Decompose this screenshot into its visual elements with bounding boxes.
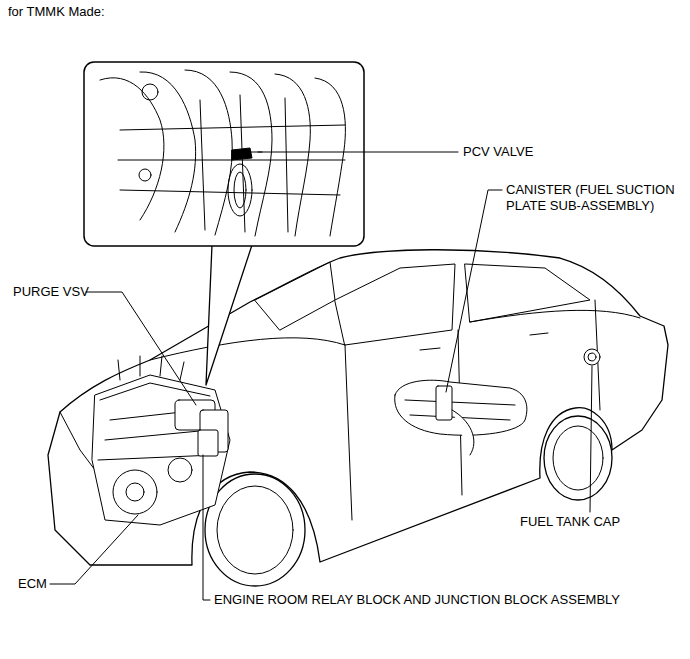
car-body [48, 250, 668, 565]
leader-lines [50, 152, 592, 600]
leader-line [203, 455, 210, 600]
leader-line [258, 152, 458, 153]
front-wheel-rim [217, 486, 293, 574]
fuel-tank-cap [584, 349, 600, 365]
rear-wheel [544, 416, 612, 500]
leader-line [86, 292, 196, 405]
intake-manifold [100, 70, 345, 236]
front-window [335, 264, 455, 345]
engine [92, 356, 230, 525]
part-label: ENGINE ROOM RELAY BLOCK AND JUNCTION BLO… [214, 592, 620, 608]
part-label: ECM [18, 576, 47, 592]
title: for TMMK Made: [8, 4, 105, 20]
part-label: PCV VALVE [463, 144, 533, 160]
leader-line [590, 366, 592, 512]
leader-line [446, 190, 502, 392]
part-label: FUEL TANK CAP [520, 514, 620, 530]
inset-frame [84, 62, 364, 246]
leader-line [50, 515, 138, 584]
front-wheel [205, 474, 305, 586]
rear-wheel-rim [553, 426, 603, 490]
windshield [255, 262, 335, 330]
inset-pointer [206, 245, 252, 385]
part-label: PURGE VSV [13, 284, 89, 300]
handles [420, 333, 548, 350]
part-label: CANISTER (FUEL SUCTION PLATE SUB-ASSEMBL… [506, 182, 684, 214]
fuel-tank-cap-center [588, 353, 596, 361]
fuel-tank [395, 380, 527, 455]
